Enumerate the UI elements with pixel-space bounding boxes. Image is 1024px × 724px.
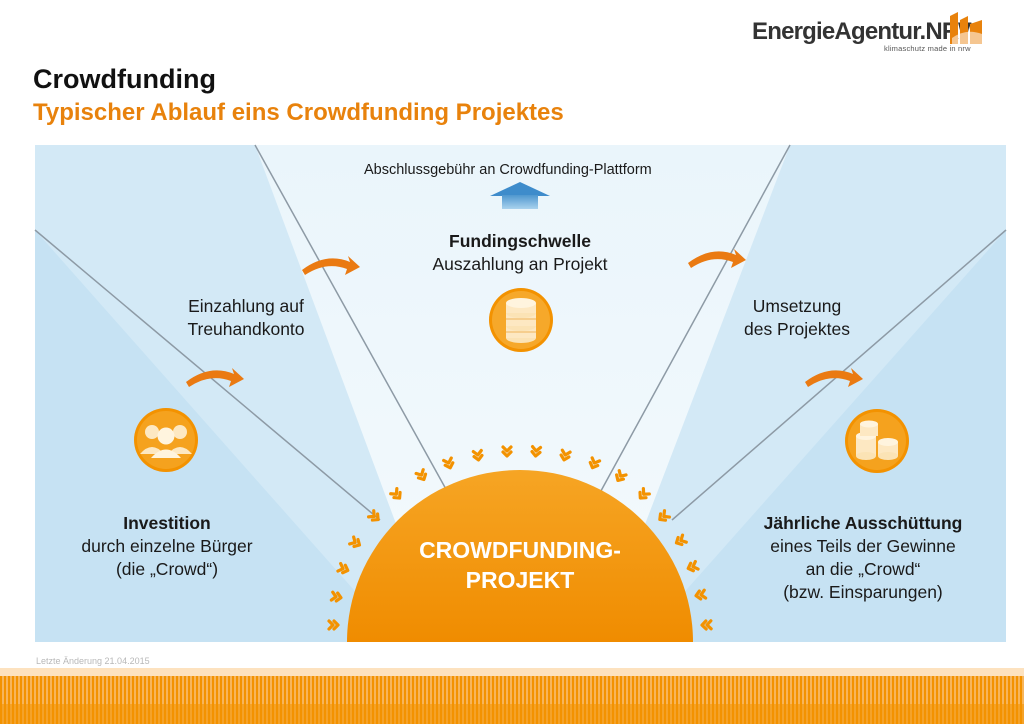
curved-arrow-icon: [302, 256, 360, 275]
implementation-line2: des Projektes: [743, 319, 851, 339]
distribution-line1: eines Teils der Gewinne: [770, 536, 956, 556]
coins-payout-icon: [845, 409, 909, 473]
coin-stack-icon: [489, 288, 553, 352]
distribution-title: Jährliche Ausschüttung: [763, 513, 963, 533]
chevron-arc: [327, 445, 713, 631]
funding-threshold-label: Fundingschwelle Auszahlung an Projekt: [420, 230, 620, 276]
project-semicircle: [347, 470, 693, 642]
investment-line1: durch einzelne Bürger: [81, 536, 253, 556]
funding-threshold-text: Auszahlung an Projekt: [432, 254, 608, 274]
up-arrow-icon: [490, 182, 550, 209]
center-line2: PROJEKT: [465, 567, 575, 593]
center-line1: CROWDFUNDING-: [419, 537, 621, 563]
curved-arrow-icon: [805, 368, 863, 387]
logo-tagline: klimaschutz made in nrw: [884, 44, 971, 53]
investment-label: Investition durch einzelne Bürger (die „…: [62, 512, 272, 581]
last-change-note: Letzte Änderung 21.04.2015: [36, 656, 150, 666]
funding-threshold-title: Fundingschwelle: [449, 231, 591, 251]
implementation-line1: Umsetzung: [752, 296, 842, 316]
page-title: Crowdfunding: [33, 64, 216, 94]
platform-fee-text: Abschlussgebühr an Crowdfunding-Plattfor…: [364, 162, 652, 178]
divider-line: [595, 144, 791, 501]
logo-name: EnergieAgentur: [752, 18, 920, 45]
page-subtitle: Typischer Ablauf eins Crowdfunding Proje…: [33, 99, 564, 126]
implementation-label: Umsetzung des Projektes: [722, 295, 872, 341]
curved-arrow-icon: [688, 249, 746, 268]
footer-stripe: [0, 668, 1024, 724]
deposit-label: Einzahlung auf Treuhandkonto: [176, 295, 316, 341]
distribution-label: Jährliche Ausschüttung eines Teils der G…: [748, 512, 978, 604]
platform-fee-label: Abschlussgebühr an Crowdfunding-Plattfor…: [364, 159, 652, 182]
investment-line2: (die „Crowd“): [115, 559, 219, 579]
people-group-icon: [134, 408, 198, 472]
investment-title: Investition: [123, 513, 211, 533]
divider-line: [254, 144, 453, 501]
distribution-line2: an die „Crowd“: [805, 559, 921, 579]
energieagentur-logo: EnergieAgentur.NRW klimaschutz made in n…: [752, 10, 992, 60]
wedge-center: [255, 145, 790, 642]
deposit-line2: Treuhandkonto: [187, 319, 305, 339]
center-project-label: CROWDFUNDING- PROJEKT: [400, 535, 640, 595]
distribution-line3: (bzw. Einsparungen): [783, 582, 943, 602]
logo-flag-icon: [950, 12, 982, 44]
deposit-line1: Einzahlung auf: [188, 296, 304, 316]
curved-arrow-icon: [186, 368, 244, 387]
